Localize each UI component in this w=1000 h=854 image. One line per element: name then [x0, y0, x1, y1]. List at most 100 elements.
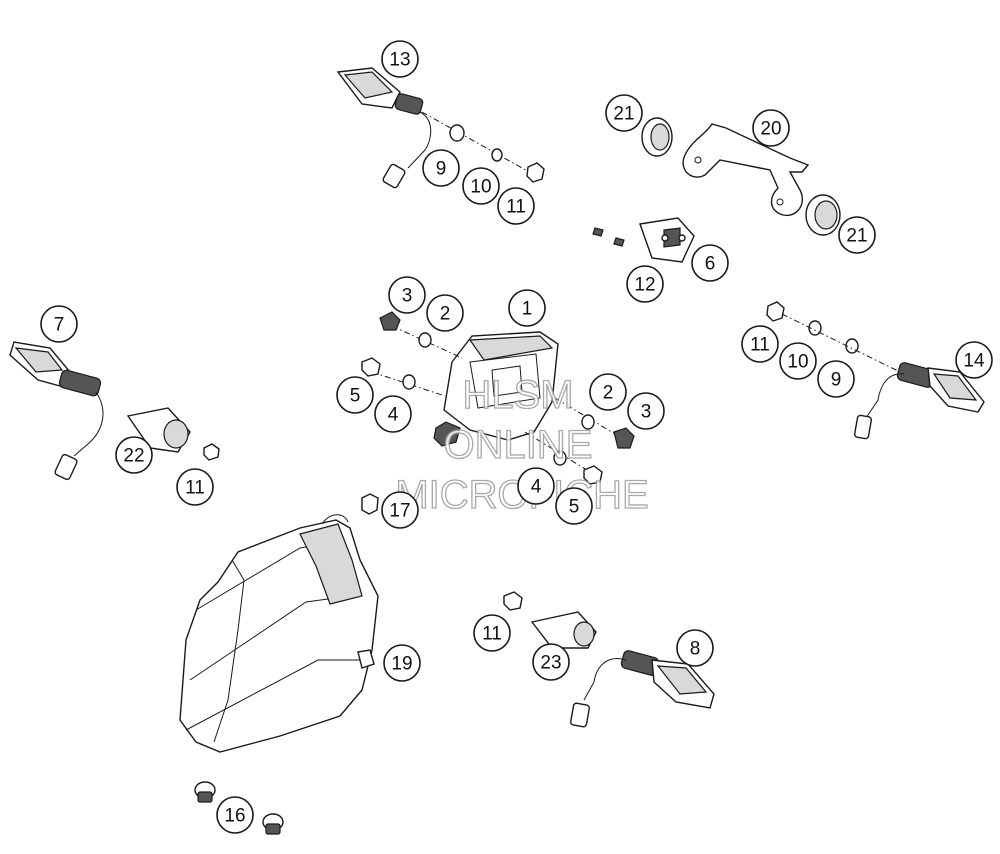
callout-14: 14	[955, 341, 993, 379]
callout-label: 5	[350, 386, 361, 407]
callout-11: 11	[473, 614, 511, 652]
callout-2: 2	[589, 373, 627, 411]
callout-label: 8	[690, 639, 701, 660]
callout-16: 16	[216, 796, 254, 834]
callout-19: 19	[383, 644, 421, 682]
callout-11: 11	[176, 468, 214, 506]
callout-circle	[374, 395, 412, 433]
callout-label: 3	[402, 286, 413, 307]
callout-label: 5	[569, 497, 580, 518]
callout-label: 21	[846, 226, 867, 247]
callout-label: 4	[388, 405, 399, 426]
license-plate-light	[592, 217, 695, 263]
callout-circle	[817, 360, 855, 398]
callout-circle	[517, 467, 555, 505]
callout-7: 7	[40, 305, 78, 343]
callout-label: 11	[482, 624, 502, 645]
callout-10: 10	[779, 342, 817, 380]
callout-13: 13	[381, 40, 419, 78]
callout-17: 17	[381, 491, 419, 529]
callout-circle	[336, 376, 374, 414]
callout-3: 3	[627, 392, 665, 430]
callout-11: 11	[497, 187, 535, 225]
callout-label: 1	[522, 299, 533, 320]
callout-circle	[497, 187, 535, 225]
callout-label: 12	[634, 275, 655, 296]
callout-circle	[752, 109, 790, 147]
callout-label: 19	[391, 654, 412, 675]
callout-label: 11	[506, 197, 526, 218]
callout-4: 4	[517, 467, 555, 505]
callout-circle	[381, 491, 419, 529]
license-plate-bracket	[641, 117, 841, 236]
callout-circle	[532, 643, 570, 681]
callout-21: 21	[838, 216, 876, 254]
watermark-line-2: ONLINE	[444, 423, 593, 467]
callout-2: 2	[426, 294, 464, 332]
turn-signal-front-left	[336, 67, 545, 189]
callout-8: 8	[676, 629, 714, 667]
callout-circle	[383, 644, 421, 682]
callout-4: 4	[374, 395, 412, 433]
callout-circle	[426, 294, 464, 332]
callout-9: 9	[817, 360, 855, 398]
callout-circle	[838, 216, 876, 254]
callout-circle	[422, 149, 460, 187]
callout-circle	[627, 392, 665, 430]
callout-5: 5	[336, 376, 374, 414]
headlight-fasteners	[194, 781, 284, 835]
callout-label: 20	[760, 119, 781, 140]
callout-1: 1	[508, 289, 546, 327]
callout-label: 9	[436, 159, 447, 180]
callout-label: 6	[705, 254, 716, 275]
callout-5: 5	[555, 487, 593, 525]
turn-signal-rear-right	[766, 301, 985, 440]
callout-20: 20	[752, 109, 790, 147]
callout-circle	[216, 796, 254, 834]
callout-label: 2	[440, 304, 451, 325]
callout-circle	[779, 342, 817, 380]
callout-circle	[626, 265, 664, 303]
callout-label: 14	[963, 351, 985, 372]
callout-label: 13	[389, 50, 410, 71]
callout-label: 3	[641, 402, 652, 423]
headlight-lens-assembly	[179, 493, 379, 753]
callout-label: 11	[750, 335, 770, 356]
callout-label: 9	[831, 370, 842, 391]
callout-circle	[589, 373, 627, 411]
callout-11: 11	[741, 325, 779, 363]
callout-10: 10	[462, 167, 500, 205]
callout-label: 10	[470, 177, 491, 198]
callout-circle	[676, 629, 714, 667]
callout-label: 17	[389, 501, 410, 522]
callout-label: 23	[540, 653, 561, 674]
callout-9: 9	[422, 149, 460, 187]
callout-12: 12	[626, 265, 664, 303]
callout-circle	[40, 305, 78, 343]
callout-label: 22	[123, 446, 144, 467]
callout-circle	[691, 244, 729, 282]
callout-22: 22	[115, 436, 153, 474]
callout-circle	[955, 341, 993, 379]
callout-circle	[388, 276, 426, 314]
callout-label: 4	[531, 477, 542, 498]
callout-circle	[508, 289, 546, 327]
callout-circle	[605, 94, 643, 132]
callout-3: 3	[388, 276, 426, 314]
callout-label: 2	[603, 383, 614, 404]
callout-circle	[473, 614, 511, 652]
callout-label: 16	[224, 806, 245, 827]
callout-23: 23	[532, 643, 570, 681]
callout-circle	[741, 325, 779, 363]
callout-6: 6	[691, 244, 729, 282]
callout-circle	[115, 436, 153, 474]
callout-21: 21	[605, 94, 643, 132]
callout-circle	[555, 487, 593, 525]
callout-circle	[381, 40, 419, 78]
callout-circle	[176, 468, 214, 506]
callout-label: 10	[787, 352, 808, 373]
callout-circle	[462, 167, 500, 205]
callout-label: 11	[185, 478, 205, 499]
callout-label: 7	[54, 315, 65, 336]
